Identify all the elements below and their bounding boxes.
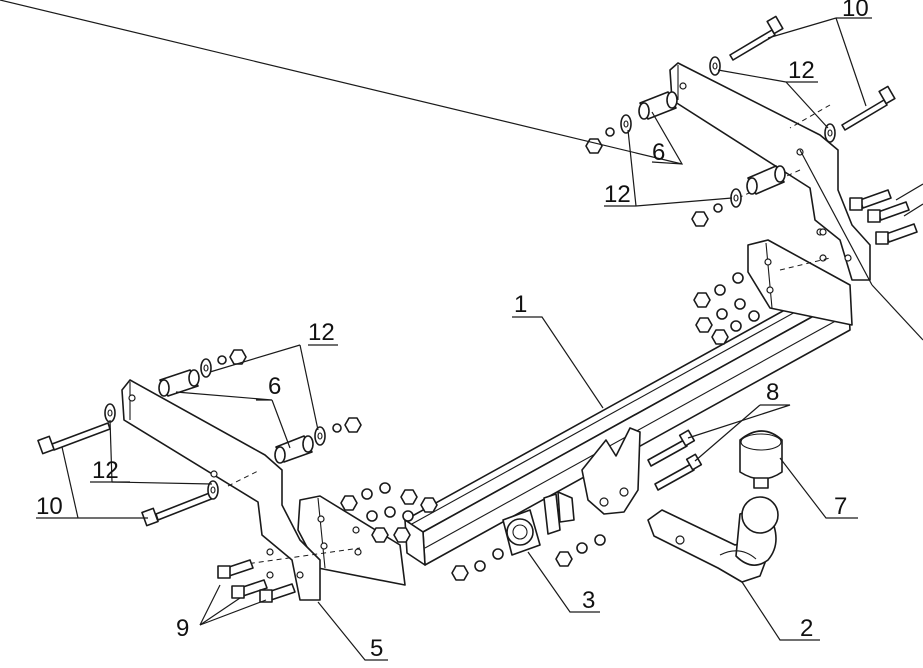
long-bolt-right-upper	[729, 15, 784, 61]
main-crossbar	[404, 284, 851, 566]
label-part-12-left-bottom: 12	[92, 457, 119, 484]
label-part-3: 3	[582, 587, 595, 614]
left-beam-end-plate	[297, 495, 406, 586]
label-part-1: 1	[514, 291, 527, 318]
label-part-6-right: 6	[652, 139, 665, 166]
label-part-5: 5	[370, 635, 383, 662]
tow-ball-neck	[647, 496, 779, 583]
spacer-tube-left-2	[274, 435, 314, 464]
socket-plate	[502, 491, 575, 556]
nut-group-left-top	[217, 349, 247, 365]
nut-group-right-top	[585, 127, 615, 154]
ball-cover	[739, 430, 783, 489]
label-part-7: 7	[834, 493, 847, 520]
nuts-socket	[451, 534, 606, 581]
ball-mount-bracket	[581, 427, 641, 515]
long-bolt-right-lower	[841, 85, 896, 131]
spacer-tube-right-1	[638, 91, 678, 120]
part-labels: 1 2 3 5 6 6 7 8 9 10 10 12 12 12 12	[36, 0, 869, 662]
label-part-10-left: 10	[36, 493, 63, 520]
nut-cluster-right-plate	[693, 272, 760, 345]
short-bolts-right	[849, 189, 918, 245]
nut-group-left-mid	[332, 417, 362, 433]
label-part-9: 9	[176, 615, 189, 642]
spacer-tube-right-2	[746, 165, 786, 195]
nut-cluster-left-plate	[340, 482, 438, 543]
short-bolts-left	[217, 559, 296, 603]
label-part-2: 2	[800, 615, 813, 642]
label-part-8: 8	[766, 379, 779, 406]
left-side-bracket	[121, 379, 321, 601]
nut-group-right-mid	[691, 203, 723, 227]
spacer-tube-left-1	[158, 369, 200, 397]
label-part-12-right-bottom: 12	[604, 181, 631, 208]
label-part-10-right: 10	[842, 0, 869, 22]
right-beam-end-plate	[747, 228, 853, 326]
label-part-12-right-top: 12	[788, 57, 815, 84]
bolts-part8	[647, 429, 703, 491]
label-part-6-left: 6	[268, 373, 281, 400]
label-part-12-left-top: 12	[308, 319, 335, 346]
long-bolt-left-lower	[141, 491, 215, 527]
washers	[104, 56, 836, 500]
long-bolt-left-upper	[37, 422, 111, 455]
